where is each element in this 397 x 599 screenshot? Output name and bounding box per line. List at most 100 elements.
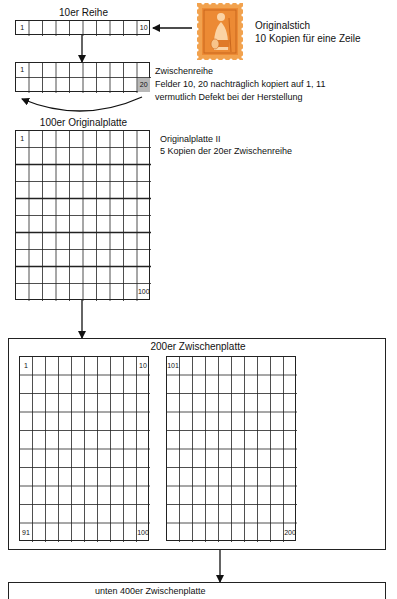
grid-line [137,63,138,93]
grid-line [20,523,150,524]
annotation-note: Zwischenreihe [155,66,213,76]
plate-grid [16,131,149,299]
grid-line [16,181,151,182]
grid-line [20,449,150,450]
field-number: 1 [16,21,29,35]
field-number: 100 [137,524,149,542]
stamp-row: 10er Reihe110 [15,20,150,35]
grid-line [96,131,97,301]
grid-line [16,232,151,234]
grid-line [16,266,151,268]
grid-line [110,63,111,93]
defect-copy-arrow [22,97,142,111]
annotation-note: 10 Kopien für eine Zeile [255,33,361,45]
grid-line [20,375,150,376]
grid-line [16,164,151,166]
grid-line [137,131,138,301]
plate-grid [20,357,148,540]
annotation-note: Felder 10, 20 nachträglich kopiert auf 1… [155,79,325,89]
grid-line [167,486,297,487]
grid-line [83,63,84,93]
flow-arrow [219,550,220,582]
grid-line [167,449,297,450]
grid-line [167,523,297,524]
field-number: 10 [137,357,149,375]
grid-line [167,393,297,394]
grid-line [20,430,150,431]
field-number: 10 [138,21,151,35]
grid-line [167,467,297,468]
defect-cell [138,78,151,92]
field-number: 20 [138,78,151,92]
grid-line [110,131,111,301]
grid-line [123,357,124,542]
grid-line [16,198,151,200]
grid-line [167,430,297,431]
grid-line [244,357,245,542]
grid-line [20,393,150,394]
grid-line [29,131,30,301]
grid-line [84,357,85,542]
grid-line [167,412,297,413]
grid-line [123,63,124,93]
grid-line [29,21,30,36]
field-number: 1 [16,63,29,77]
grid-line [58,357,59,542]
grid-line [136,357,137,542]
grid-line [71,357,72,542]
grid-line [192,357,193,542]
grid-line [110,357,111,542]
plate-heading: 10er Reihe [16,7,151,19]
grid-line [56,131,57,301]
field-number: 1 [20,357,32,375]
grid-line [283,357,284,542]
next-plate-frame: unten 400er Zwischenplatte [8,582,386,599]
grid-line [137,21,138,36]
plate-grid [16,63,149,91]
intermediate-row: 1 20 [15,62,150,92]
grid-line [29,63,30,93]
flow-arrow [81,300,82,338]
field-number: 100 [138,284,151,300]
grid-line [83,131,84,301]
grid-line [83,21,84,36]
grid-line [16,249,151,250]
grid-line [97,357,98,542]
grid-line [45,357,46,542]
field-number: 200 [284,524,296,542]
plate-half-right: 101 200 [166,356,296,541]
plate-heading: 200er Zwischenplatte [9,341,387,353]
grid-line [205,357,206,542]
plate-heading: unten 400er Zwischenplatte [95,586,206,596]
annotation-note: Originalstich [255,20,310,32]
plate-heading: 100er Originalplatte [16,117,151,129]
copy-arrow [153,27,192,28]
grid-line [20,412,150,413]
grid-line [16,77,151,78]
field-number: 91 [20,524,32,542]
grid-line [270,357,271,542]
grid-line [179,357,180,542]
grid-line [56,21,57,36]
grid-line [20,486,150,487]
plate-grid [16,21,149,34]
grid-line [69,21,70,36]
flow-arrow [81,35,82,62]
field-number: 101 [167,357,179,375]
annotation-note: Originalplatte II [160,134,221,144]
grid-line [110,21,111,36]
grid-line [42,63,43,93]
grid-line [69,63,70,93]
annotation-note: 5 Kopien der 20er Zwischenreihe [160,146,292,156]
grid-line [42,21,43,36]
plate-half-left: 1 10 91 100 [19,356,149,541]
grid-line [257,357,258,542]
grid-line [56,63,57,93]
original-plate: 100er Originalplatte1100 [15,130,150,300]
grid-line [32,357,33,542]
plate-grid [167,357,295,540]
stamp-illustration [195,1,244,61]
grid-line [42,131,43,301]
grid-line [20,467,150,468]
